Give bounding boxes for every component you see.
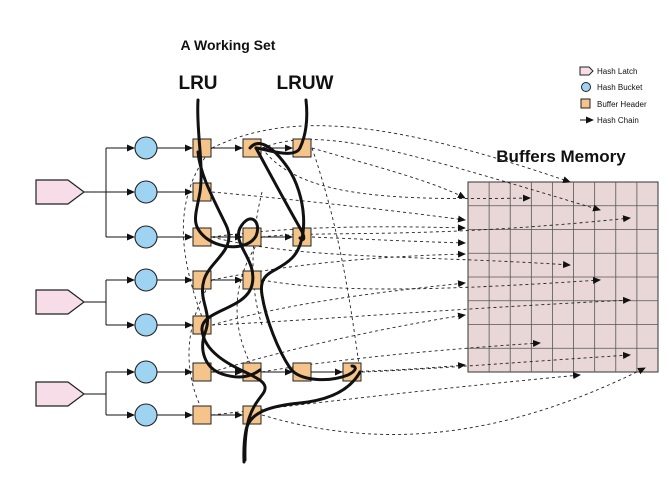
buffer-pointer — [252, 191, 263, 326]
legend-hash-bucket-icon — [581, 82, 591, 92]
lru-label: LRU — [178, 73, 217, 94]
buffers-memory-label: Buffers Memory — [496, 147, 626, 166]
buffer-pointer — [236, 236, 263, 373]
buffers-memory-grid — [467, 181, 659, 373]
hash-bucket — [134, 180, 158, 204]
legend-hash-bucket-label: Hash Bucket — [597, 83, 643, 92]
buffer-pointer — [182, 147, 213, 326]
buffer-pointer — [311, 147, 466, 199]
legend-buffer-header-icon — [580, 98, 591, 109]
buffer-pointer — [261, 276, 601, 290]
buffer-pointer — [261, 367, 646, 435]
buffer-pointer — [211, 280, 466, 326]
buffer-header — [192, 405, 212, 425]
buffer-pointer — [361, 351, 631, 373]
legend-hash-chain-label: Hash Chain — [597, 116, 639, 125]
buffer-pointer — [261, 139, 601, 212]
hash-bucket — [134, 360, 158, 384]
hash-latch — [35, 289, 85, 315]
buffer-pointer — [211, 224, 466, 238]
lru-list-path — [196, 150, 262, 379]
legend-buffer-header-label: Buffer Header — [597, 100, 647, 109]
buffer-pointer — [211, 312, 466, 373]
legend-hash-latch-label: Hash Latch — [597, 67, 637, 76]
lru-list-path — [242, 370, 362, 464]
lruw-list-path — [254, 98, 309, 155]
hash-bucket — [134, 313, 158, 337]
lru-list-path — [248, 142, 357, 382]
legend-hash-latch-icon — [579, 66, 594, 76]
buffer-pointer — [311, 147, 361, 373]
hash-latch — [35, 179, 85, 205]
lruw-label: LRUW — [277, 73, 334, 94]
buffer-pointer — [311, 362, 466, 373]
buffer-pointer — [261, 147, 531, 202]
buffer-pointer — [211, 191, 466, 223]
hash-bucket — [134, 136, 158, 160]
hash-bucket — [134, 268, 158, 292]
legend: Hash Latch Hash Bucket Buffer Header Has… — [579, 66, 647, 125]
diagram-title: A Working Set — [181, 37, 276, 53]
lru-list-path — [194, 98, 267, 462]
buffer-pointer — [211, 296, 631, 326]
lruw-list-path — [254, 146, 306, 242]
hash-bucket — [134, 403, 158, 427]
buffer-pointer — [211, 125, 571, 184]
hash-latch — [35, 381, 85, 407]
hash-structure — [35, 136, 362, 427]
buffer-pointer — [211, 250, 466, 281]
buffer-pointer — [311, 236, 466, 247]
lru-lists — [194, 98, 362, 464]
hash-bucket — [134, 225, 158, 249]
buffer-header — [192, 227, 212, 247]
buffer-header — [192, 138, 212, 158]
